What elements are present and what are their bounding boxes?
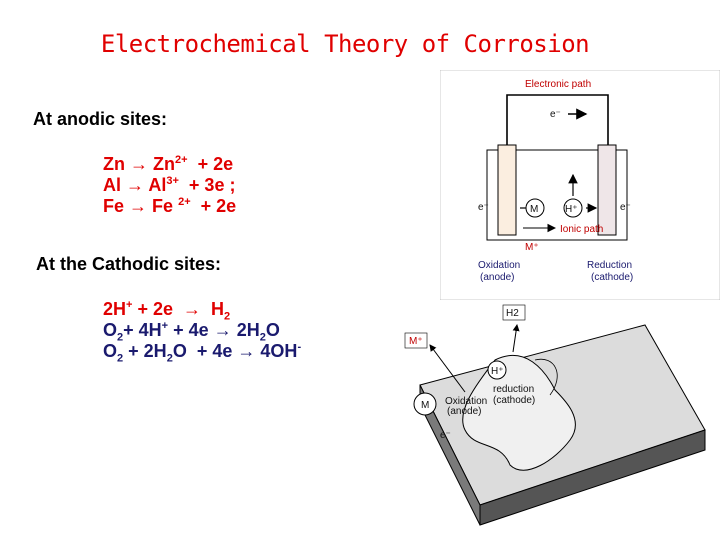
page-title: Electrochemical Theory of Corrosion	[100, 30, 590, 58]
electron-left-label: e⁻	[478, 202, 489, 213]
electronic-path-wire	[506, 94, 609, 150]
electronic-path-label: Electronic path	[525, 79, 591, 90]
corrosion-cell-diagram: Electronic path e⁻ e⁻ e⁻ M H⁺ Ionic path…	[440, 70, 720, 300]
anodic-region	[462, 354, 576, 471]
arrow-icon: →	[213, 320, 232, 340]
grain-boundary	[534, 358, 558, 396]
reduction-label: Reduction	[587, 260, 632, 271]
electron-right-label: e⁻	[620, 202, 631, 213]
electron-top-label: e⁻	[550, 109, 561, 120]
surface-metal-label: M	[421, 400, 429, 411]
cathode-electrode	[597, 144, 617, 236]
cathode-label: (cathode)	[591, 272, 633, 283]
oxidation-label: Oxidation	[478, 260, 520, 271]
metal-ion-circle	[525, 198, 545, 218]
anodic-reaction-zn: Zn → Zn2+ + 2e	[103, 154, 234, 174]
surface-oxidation-label: Oxidation	[445, 396, 487, 407]
proton-circle	[563, 198, 583, 218]
ionic-path-label: Ionic path	[560, 224, 603, 235]
h2-arrow	[512, 324, 520, 353]
m-plus-label: M⁺	[525, 242, 539, 253]
surface-proton-circle	[487, 360, 507, 380]
anodic-reactions: Zn → Zn2+ + 2e Al → Al3+ + 3e ; Fe → Fe …	[103, 154, 236, 217]
anodic-heading: At anodic sites:	[33, 109, 168, 129]
cathodic-heading: At the Cathodic sites:	[36, 254, 222, 274]
metal-ion-label: M	[530, 204, 538, 215]
surface-cathode-label: (cathode)	[493, 395, 535, 406]
surface-proton-label: H⁺	[491, 366, 504, 377]
anodic-reaction-al: Al → Al3+ + 3e ;	[103, 175, 236, 195]
arrow-icon: →	[129, 196, 148, 216]
arrow-icon: →	[183, 299, 202, 319]
cathodic-reaction-neutral-o2: O2 + 2H2O + 4e → 4OH-	[103, 341, 302, 365]
anodic-reaction-fe: Fe → Fe 2+ + 2e	[103, 196, 237, 216]
cathodic-reaction-h2: 2H+ + 2e → H2	[103, 299, 231, 323]
cathodic-reactions: 2H+ + 2e → H2 O2+ 4H+ + 4e → 2H2O O2 + 2…	[103, 299, 302, 365]
surface-electron-label: e⁻	[440, 430, 451, 441]
arrow-icon: →	[237, 341, 256, 361]
corroding-surface-diagram: H2 M⁺ H⁺ reduction (cathode) M Oxidation…	[404, 304, 706, 526]
arrow-icon: →	[130, 154, 149, 174]
m-plus-arrow	[429, 344, 466, 393]
metal-block-front-side	[479, 429, 706, 526]
anode-electrode	[497, 144, 517, 236]
arrow-icon: →	[126, 175, 145, 195]
h2-label: H2	[506, 308, 519, 319]
surface-metal-circle	[413, 392, 437, 416]
cathodic-reaction-acidic-o2: O2+ 4H+ + 4e → 2H2O	[103, 320, 280, 344]
surface-reduction-label: reduction	[493, 384, 534, 395]
surface-m-plus-label: M⁺	[409, 336, 423, 347]
surface-anode-label: (anode)	[447, 406, 481, 417]
proton-label: H⁺	[565, 204, 578, 215]
anode-label: (anode)	[480, 272, 514, 283]
